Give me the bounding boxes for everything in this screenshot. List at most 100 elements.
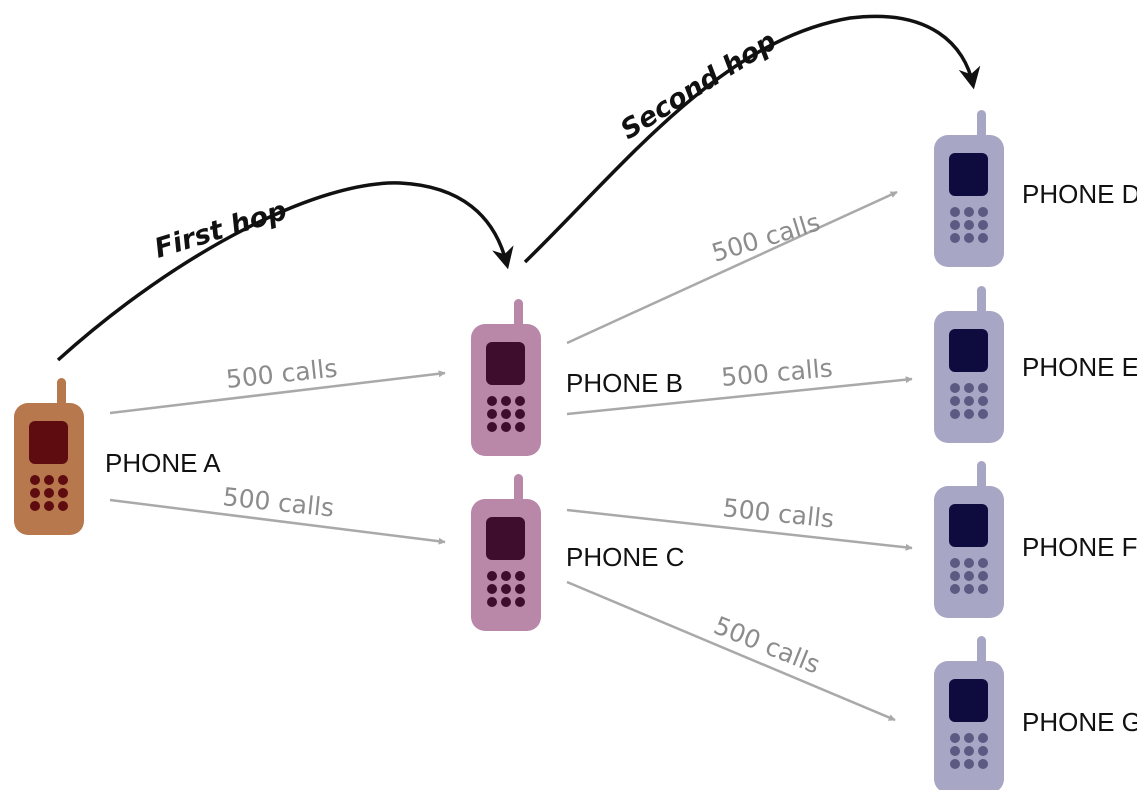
phone-icon	[471, 299, 541, 456]
phone-key	[964, 759, 974, 769]
phone-key	[978, 396, 988, 406]
phone-key	[487, 597, 497, 607]
phone-key	[30, 488, 40, 498]
phone-c-node: PHONE C	[471, 474, 684, 631]
phone-key	[58, 488, 68, 498]
phone-key	[515, 571, 525, 581]
phone-screen	[486, 517, 525, 560]
phone-key	[950, 558, 960, 568]
phone-key	[515, 409, 525, 419]
phone-label: PHONE F	[1022, 532, 1137, 562]
call-edge-a-b: 500 calls	[109, 353, 446, 415]
phone-e-node: PHONE E	[934, 286, 1137, 443]
phone-label: PHONE A	[105, 448, 221, 478]
phone-key	[964, 233, 974, 243]
phone-label: PHONE C	[566, 542, 684, 572]
phone-key	[964, 396, 974, 406]
phone-icon	[14, 378, 84, 535]
phone-key	[501, 571, 511, 581]
call-arrow	[566, 508, 913, 551]
phone-key	[964, 383, 974, 393]
phone-key	[58, 501, 68, 511]
first-hop-label: First hop	[151, 195, 291, 265]
phone-key	[964, 584, 974, 594]
phone-key	[978, 383, 988, 393]
phone-key	[501, 396, 511, 406]
phone-key	[978, 733, 988, 743]
phone-label: PHONE D	[1022, 179, 1137, 209]
phone-icon	[471, 474, 541, 631]
phone-key	[487, 584, 497, 594]
phone-key	[487, 396, 497, 406]
phone-label: PHONE G	[1022, 707, 1137, 737]
call-label: 500 calls	[721, 493, 835, 534]
call-label: 500 calls	[708, 207, 823, 267]
phone-key	[964, 746, 974, 756]
call-label: 500 calls	[710, 611, 824, 680]
phone-key	[487, 571, 497, 581]
phone-key	[950, 233, 960, 243]
phone-key	[501, 597, 511, 607]
phone-icon	[934, 636, 1004, 790]
phone-key	[501, 422, 511, 432]
phone-key	[487, 409, 497, 419]
phone-key	[978, 233, 988, 243]
phone-key	[515, 597, 525, 607]
phone-screen	[29, 421, 68, 464]
phone-key	[515, 396, 525, 406]
phone-screen	[949, 504, 988, 547]
phone-key	[950, 759, 960, 769]
phone-screen	[949, 153, 988, 196]
phone-key	[978, 571, 988, 581]
second-hop-label: Second hop	[615, 26, 782, 146]
phone-f-node: PHONE F	[934, 461, 1137, 618]
phone-key	[30, 501, 40, 511]
first-hop-arc	[56, 181, 514, 362]
phone-key	[501, 584, 511, 594]
phone-key	[964, 558, 974, 568]
call-arrow	[109, 498, 446, 545]
phone-key	[44, 475, 54, 485]
call-edge-c-g: 500 calls	[566, 580, 896, 722]
phone-b-node: PHONE B	[471, 299, 683, 456]
phone-icon	[934, 461, 1004, 618]
phone-screen	[949, 329, 988, 372]
phone-key	[978, 220, 988, 230]
phone-key	[44, 501, 54, 511]
phone-key	[964, 207, 974, 217]
call-edge-b-d: 500 calls	[566, 190, 898, 345]
phone-key	[950, 746, 960, 756]
phone-key	[950, 584, 960, 594]
phone-key	[950, 207, 960, 217]
phone-key	[950, 220, 960, 230]
phone-key	[950, 409, 960, 419]
phone-a-node: PHONE A	[14, 378, 221, 535]
call-arrow	[566, 190, 898, 345]
second-hop-arc	[523, 14, 981, 264]
phone-g-node: PHONE G	[934, 636, 1137, 790]
phone-key	[950, 571, 960, 581]
phone-key	[950, 733, 960, 743]
phone-key	[44, 488, 54, 498]
phone-key	[501, 409, 511, 419]
call-edge-a-c: 500 calls	[109, 482, 446, 545]
phone-key	[978, 558, 988, 568]
phone-key	[978, 584, 988, 594]
phone-d-node: PHONE D	[934, 110, 1137, 267]
phone-key	[978, 746, 988, 756]
phone-screen	[949, 679, 988, 722]
phone-label: PHONE B	[566, 368, 683, 398]
phone-key	[964, 409, 974, 419]
phone-key	[30, 475, 40, 485]
phone-key	[964, 220, 974, 230]
phone-key	[515, 584, 525, 594]
phone-icon	[934, 286, 1004, 443]
phone-screen	[486, 342, 525, 385]
phone-label: PHONE E	[1022, 352, 1137, 382]
call-arrow	[109, 370, 446, 415]
phone-key	[950, 383, 960, 393]
phone-key	[964, 733, 974, 743]
phone-key	[978, 207, 988, 217]
